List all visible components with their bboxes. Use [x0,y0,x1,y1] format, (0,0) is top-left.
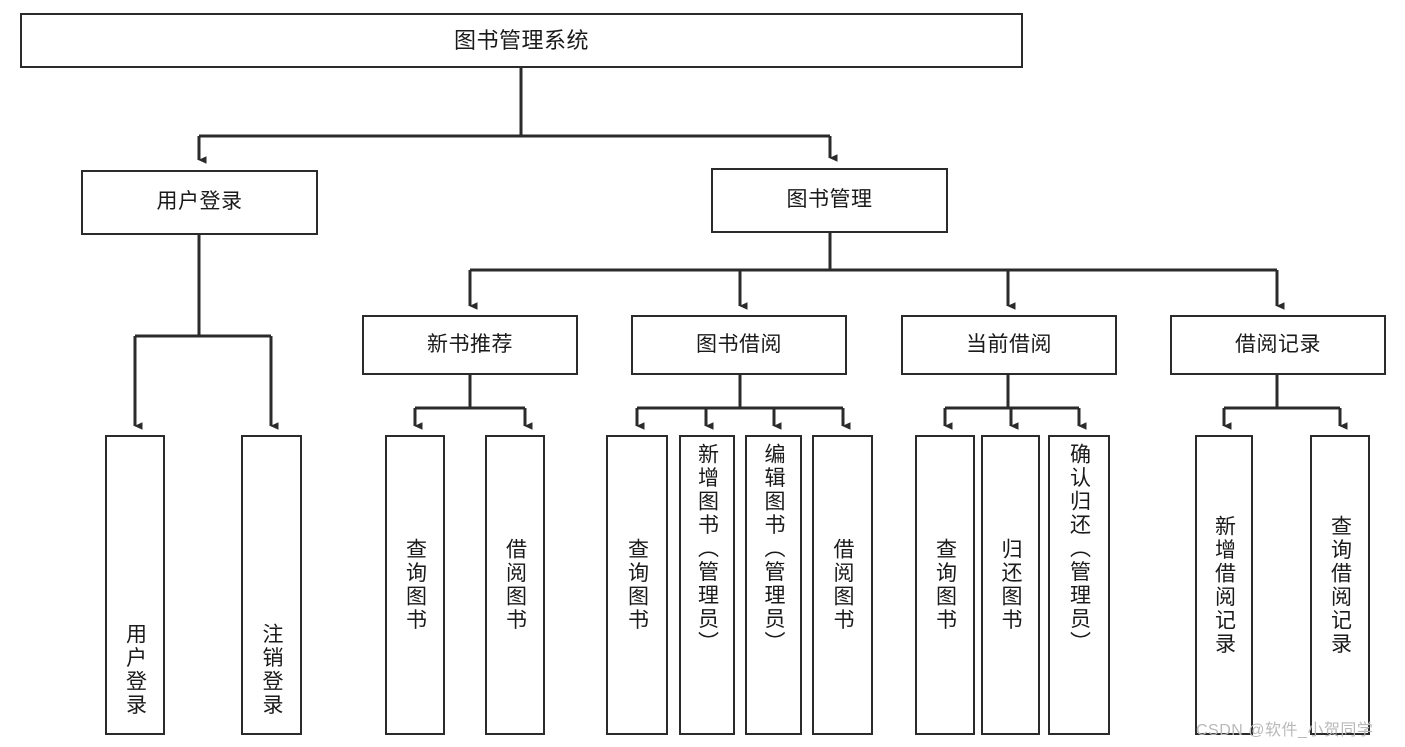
csdn-watermark: CSDN @软件_小贺同学 [1196,722,1374,739]
leaf-borrow-add-book-label: 新增图书（管理员） [695,443,719,655]
leaf-current-query-book[interactable]: 查询图书 [915,435,975,735]
leaf-records-add-record[interactable]: 新增借阅记录 [1195,435,1253,735]
leaf-borrow-query-book-label: 查询图书 [625,538,649,632]
leaf-new-book-borrow-label: 借阅图书 [503,538,527,632]
node-root-library-management-system[interactable]: 图书管理系统 [20,13,1023,68]
leaf-new-book-query[interactable]: 查询图书 [385,435,445,735]
leaf-user-login-signout-label: 注销登录 [260,623,283,717]
leaf-records-add-record-label: 新增借阅记录 [1212,514,1236,656]
leaf-borrow-query-book[interactable]: 查询图书 [606,435,668,735]
leaf-current-confirm-return[interactable]: 确认归还（管理员） [1048,435,1110,735]
node-borrow-records-label: 借阅记录 [1235,332,1321,356]
leaf-borrow-edit-book[interactable]: 编辑图书（管理员） [745,435,802,735]
leaf-borrow-add-book[interactable]: 新增图书（管理员） [679,435,735,735]
node-user-login-label: 用户登录 [156,190,243,214]
node-current-borrow-label: 当前借阅 [966,332,1052,356]
node-new-book-recommend-label: 新书推荐 [427,332,513,356]
node-root-label: 图书管理系统 [453,27,589,53]
node-book-borrow-label: 图书借阅 [696,332,782,356]
node-new-book-recommend[interactable]: 新书推荐 [362,315,578,375]
leaf-current-query-book-label: 查询图书 [933,538,957,632]
node-book-borrow[interactable]: 图书借阅 [631,315,847,375]
node-borrow-records[interactable]: 借阅记录 [1170,315,1386,375]
leaf-current-confirm-return-label: 确认归还（管理员） [1067,443,1091,655]
leaf-borrow-borrow-book-label: 借阅图书 [831,538,854,632]
leaf-borrow-edit-book-label: 编辑图书（管理员） [762,443,785,655]
leaf-current-return-book[interactable]: 归还图书 [981,435,1040,735]
leaf-new-book-query-label: 查询图书 [403,538,427,632]
leaf-records-query-record-label: 查询借阅记录 [1328,514,1352,656]
node-current-borrow[interactable]: 当前借阅 [901,315,1117,375]
leaf-borrow-borrow-book[interactable]: 借阅图书 [812,435,873,735]
leaf-user-login-signin-label: 用户登录 [123,623,147,717]
leaf-records-query-record[interactable]: 查询借阅记录 [1310,435,1370,735]
node-book-management-label: 图书管理 [786,188,873,212]
leaf-new-book-borrow[interactable]: 借阅图书 [485,435,545,735]
leaf-user-login-signout[interactable]: 注销登录 [241,435,302,735]
node-user-login[interactable]: 用户登录 [81,170,318,235]
leaf-user-login-signin[interactable]: 用户登录 [105,435,165,735]
leaf-current-return-book-label: 归还图书 [999,538,1022,632]
node-book-management[interactable]: 图书管理 [711,168,948,233]
